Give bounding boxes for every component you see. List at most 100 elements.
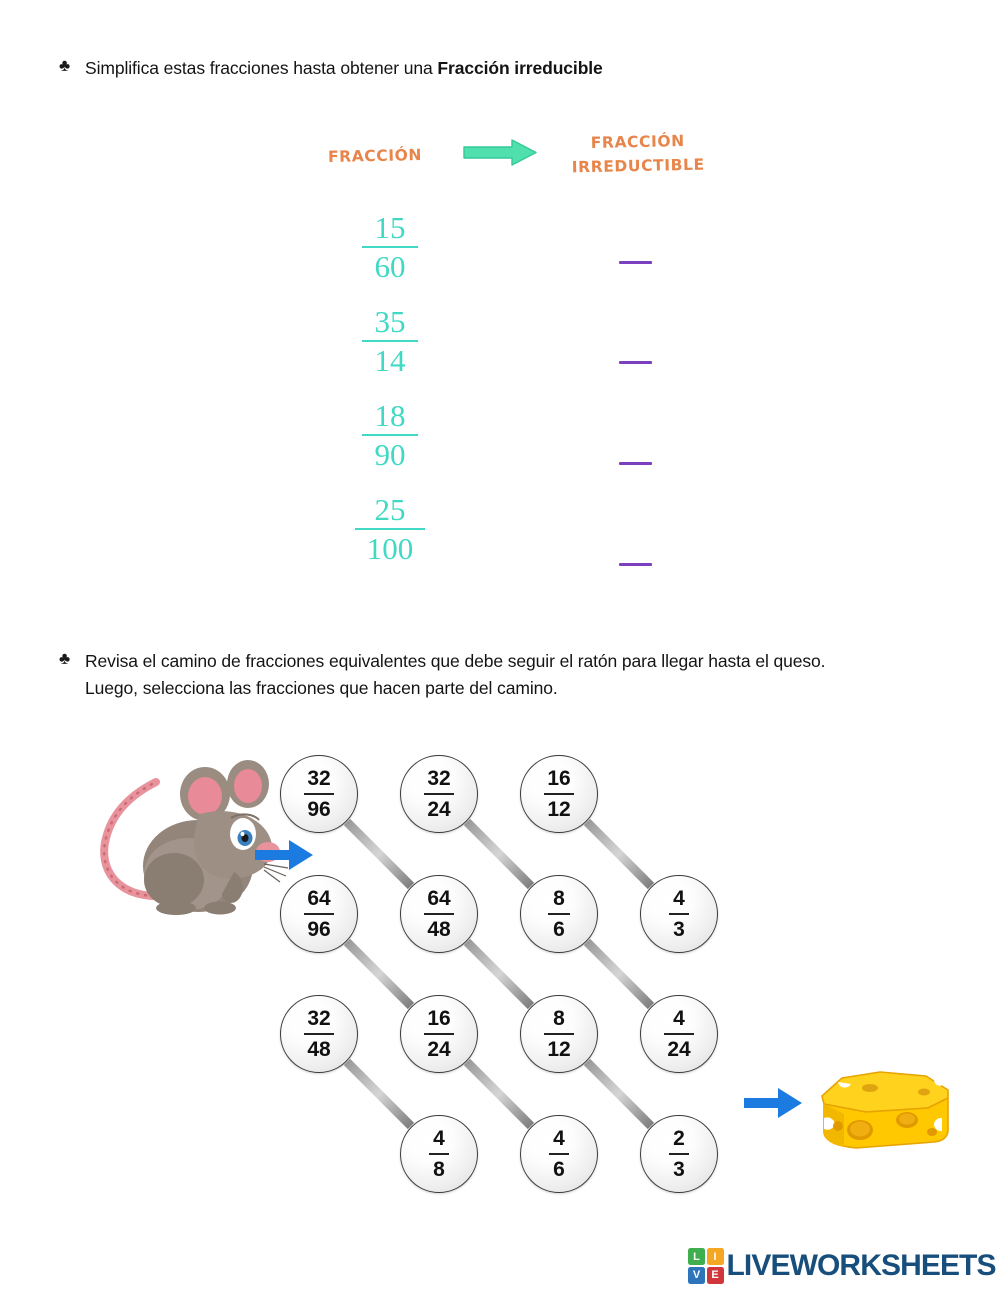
exercise1-instruction-text: Simplifica estas fracciones hasta obtene… <box>85 55 603 82</box>
answer-fraction-bar[interactable] <box>618 462 652 465</box>
maze-node[interactable]: 8 6 <box>520 875 598 953</box>
maze-node-numerator: 64 <box>427 887 451 910</box>
maze-node-bar <box>304 793 334 795</box>
maze-node-denominator: 8 <box>433 1158 445 1181</box>
fraction-numerator: 18 <box>374 398 406 433</box>
maze-connector-lines <box>314 789 684 1159</box>
logo-wordmark: LIVEWORKSHEETS <box>726 1248 997 1282</box>
maze-node[interactable]: 8 12 <box>520 995 598 1073</box>
maze-node[interactable]: 64 96 <box>280 875 358 953</box>
maze-node-fraction: 64 48 <box>424 888 454 940</box>
maze-node[interactable]: 4 8 <box>400 1115 478 1193</box>
maze-node-numerator: 16 <box>547 767 571 790</box>
logo-tile-v: V <box>688 1266 705 1284</box>
maze-node-numerator: 64 <box>307 887 331 910</box>
fraction-denominator: 100 <box>366 531 414 566</box>
maze-node-numerator: 4 <box>433 1127 445 1150</box>
maze-node-bar <box>669 913 689 915</box>
maze-node-fraction: 8 6 <box>548 888 570 940</box>
fraction-numerator: 35 <box>374 304 406 339</box>
maze-node-bar <box>424 913 454 915</box>
maze-node-numerator: 4 <box>553 1127 565 1150</box>
maze-node-bar <box>424 793 454 795</box>
fraction-item: 25 100 <box>330 494 450 564</box>
maze-node-denominator: 3 <box>673 1158 685 1181</box>
fraction-denominator: 60 <box>374 249 406 284</box>
maze-node-bar <box>549 1153 569 1155</box>
column-heading-line2: IRREDUCTIBLE <box>571 155 705 177</box>
maze-node-bar <box>548 913 570 915</box>
answer-fraction-bar[interactable] <box>618 563 652 566</box>
fraction-item: 18 90 <box>330 400 450 470</box>
logo-tile-i: I <box>706 1248 724 1265</box>
maze-node[interactable]: 16 12 <box>520 755 598 833</box>
maze-node-numerator: 32 <box>307 767 331 790</box>
maze-node-bar <box>544 793 574 795</box>
maze-node-fraction: 16 24 <box>424 1008 454 1060</box>
answer-list <box>570 212 700 615</box>
maze-node[interactable]: 64 48 <box>400 875 478 953</box>
maze-node-bar <box>669 1153 689 1155</box>
maze-node-denominator: 48 <box>427 918 451 941</box>
exercise1-instruction: ♣ Simplifica estas fracciones hasta obte… <box>55 55 955 82</box>
maze-node-denominator: 12 <box>547 798 571 821</box>
maze-node[interactable]: 32 24 <box>400 755 478 833</box>
fraction-list: 15 60 35 14 18 90 25 100 <box>330 212 450 586</box>
maze-node[interactable]: 32 96 <box>280 755 358 833</box>
maze-node-fraction: 4 6 <box>549 1128 569 1180</box>
fraction-bar <box>362 246 418 248</box>
maze-node-denominator: 24 <box>667 1038 691 1061</box>
maze-node-denominator: 12 <box>547 1038 571 1061</box>
maze-node-numerator: 32 <box>427 767 451 790</box>
fraction-denominator: 14 <box>374 343 406 378</box>
exercise1-instruction-bold: Fracción irreducible <box>437 58 603 78</box>
fraction-bar <box>362 340 418 342</box>
fraction-bar <box>362 434 418 436</box>
maze-node-fraction: 32 96 <box>304 768 334 820</box>
maze-node-denominator: 96 <box>307 798 331 821</box>
maze-node-fraction: 4 3 <box>669 888 689 940</box>
maze-node-fraction: 32 24 <box>424 768 454 820</box>
maze-node-bar <box>664 1033 694 1035</box>
maze-node-denominator: 96 <box>307 918 331 941</box>
maze-node[interactable]: 16 24 <box>400 995 478 1073</box>
answer-slot[interactable] <box>570 312 700 413</box>
logo-tile-l: L <box>688 1248 705 1265</box>
blue-right-arrow-start-icon <box>255 840 313 870</box>
fraction-maze: 32 96 32 24 16 12 64 96 <box>80 735 970 1195</box>
exercise2-instruction-line2: Luego, selecciona las fracciones que hac… <box>85 678 558 699</box>
maze-node-bar <box>304 913 334 915</box>
answer-slot[interactable] <box>570 212 700 312</box>
fraction-item: 35 14 <box>330 306 450 376</box>
fraction-denominator: 90 <box>374 437 406 472</box>
maze-node-denominator: 48 <box>307 1038 331 1061</box>
exercise2-instruction-line1: Revisa el camino de fracciones equivalen… <box>85 651 826 671</box>
fraction-item: 15 60 <box>330 212 450 282</box>
fraction-bar <box>355 528 425 530</box>
maze-node[interactable]: 4 6 <box>520 1115 598 1193</box>
answer-slot[interactable] <box>570 413 700 514</box>
maze-node[interactable]: 4 24 <box>640 995 718 1073</box>
club-bullet-icon: ♣ <box>59 649 71 668</box>
maze-node-bar <box>429 1153 449 1155</box>
maze-node-fraction: 8 12 <box>544 1008 574 1060</box>
maze-node-numerator: 4 <box>673 1007 685 1030</box>
logo-tile-grid: L I V E <box>688 1248 724 1284</box>
maze-node[interactable]: 2 3 <box>640 1115 718 1193</box>
column-heading-fraccion: FRACCIÓN <box>327 146 423 166</box>
cheese-illustration <box>821 1066 949 1149</box>
answer-slot[interactable] <box>570 514 700 615</box>
maze-node-bar <box>424 1033 454 1035</box>
fraction-numerator: 15 <box>374 210 406 245</box>
maze-node-bar <box>304 1033 334 1035</box>
right-arrow-icon <box>463 139 537 166</box>
maze-node-denominator: 6 <box>553 1158 565 1181</box>
maze-node[interactable]: 4 3 <box>640 875 718 953</box>
maze-node-fraction: 16 12 <box>544 768 574 820</box>
answer-fraction-bar[interactable] <box>618 260 652 264</box>
column-heading-fraccion-irreductible: FRACCIÓN IRREDUCTIBLE <box>548 128 729 180</box>
maze-node-numerator: 16 <box>427 1007 451 1030</box>
answer-fraction-bar[interactable] <box>618 361 652 364</box>
maze-node[interactable]: 32 48 <box>280 995 358 1073</box>
